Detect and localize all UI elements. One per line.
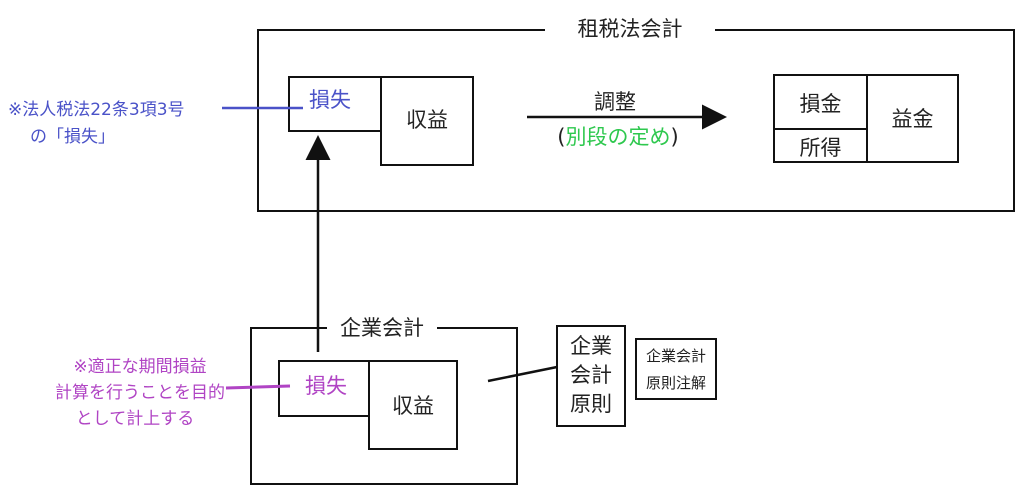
paren-open: ( bbox=[557, 125, 566, 149]
tax-accounting-title: 租税法会計 bbox=[545, 14, 715, 44]
corporate-note-line2: 計算を行うことを目的 bbox=[55, 383, 225, 403]
principles-notes-line1: 企業会計 bbox=[645, 347, 706, 365]
principles-line2: 会計 bbox=[570, 363, 612, 387]
tax-revenue-label: 収益 bbox=[406, 108, 448, 132]
special-provision-note: (別段の定め) bbox=[538, 121, 698, 151]
tax-note-line2: の「損失」 bbox=[30, 127, 115, 147]
paren-close: ) bbox=[670, 125, 679, 149]
deductible-label: 損金 bbox=[799, 92, 842, 116]
corporate-loss-box bbox=[278, 360, 370, 417]
corporate-note-line1: ※適正な期間損益 bbox=[73, 357, 207, 377]
gross-revenue-label: 益金 bbox=[891, 107, 934, 131]
tax-loss-label: 損失 bbox=[309, 88, 351, 112]
income-label: 所得 bbox=[799, 136, 842, 160]
principles-connector bbox=[487, 365, 558, 383]
gross-revenue-box bbox=[866, 74, 959, 163]
corporate-accounting-title: 企業会計 bbox=[327, 313, 437, 343]
corporate-note-line3: として計上する bbox=[75, 409, 195, 429]
income-box bbox=[773, 128, 868, 163]
principles-line1: 企業 bbox=[570, 334, 612, 358]
corporate-note-connector bbox=[225, 384, 291, 390]
principles-line3: 原則 bbox=[570, 392, 612, 416]
tax-revenue-box bbox=[380, 76, 474, 166]
special-provision-text: 別段の定め bbox=[565, 125, 671, 149]
corporate-revenue-label: 収益 bbox=[392, 394, 434, 418]
principles-notes-line2: 原則注解 bbox=[645, 374, 706, 392]
corporate-revenue-box bbox=[368, 360, 458, 450]
tax-note-line1: ※法人税法22条3項3号 bbox=[8, 100, 185, 120]
principles-notes-box bbox=[635, 338, 717, 400]
adjustment-label: 調整 bbox=[594, 90, 636, 114]
accounting-principles-box bbox=[556, 325, 626, 427]
corporate-loss-label: 損失 bbox=[305, 374, 347, 398]
